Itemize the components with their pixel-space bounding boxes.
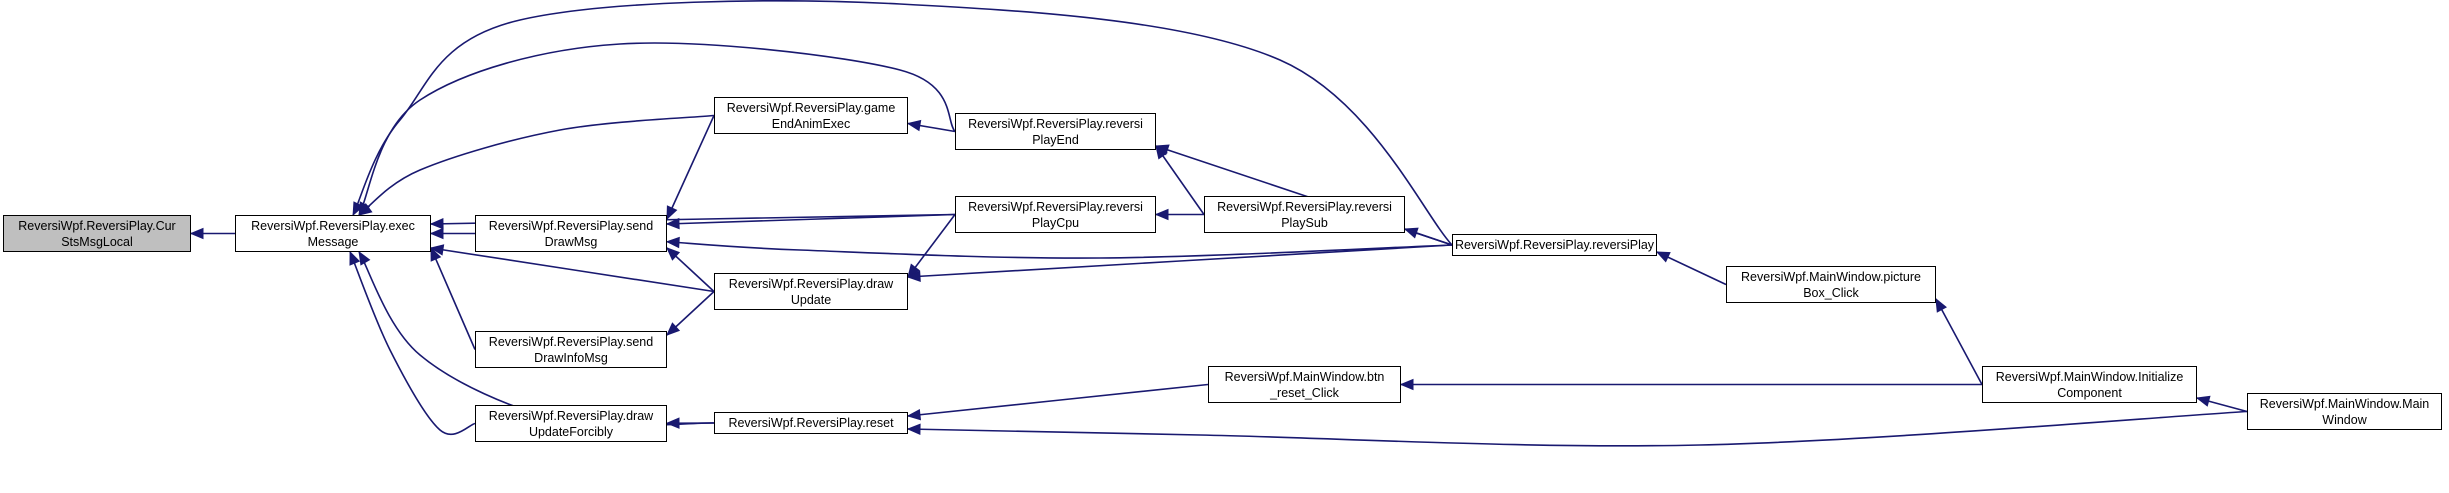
node-label-line: Component xyxy=(2057,385,2122,400)
node-label-line: StsMsgLocal xyxy=(61,234,133,249)
arrowhead-execMessage xyxy=(429,218,444,230)
arrowhead-drawUpdate xyxy=(907,263,921,279)
arrowhead-initializeComponent xyxy=(2195,395,2211,407)
node-label-line: PlaySub xyxy=(1281,215,1328,230)
node-picture-box-click[interactable]: ReversiWpf.MainWindow.picture Box_Click xyxy=(1726,266,1936,303)
node-label-line: ReversiWpf.ReversiPlay.draw xyxy=(488,408,654,423)
arrowhead-gameEndAnimExec xyxy=(906,119,922,132)
node-label-line: DrawInfoMsg xyxy=(534,350,608,365)
node-send-draw-msg[interactable]: ReversiWpf.ReversiPlay.send DrawMsg xyxy=(475,215,667,252)
edge-reversiPlaySub-to-reversiPlayEnd xyxy=(1155,145,1205,215)
arrowhead-reversiPlaySub xyxy=(1403,227,1419,239)
arrowhead-reset xyxy=(906,408,922,421)
node-draw-update[interactable]: ReversiWpf.ReversiPlay.draw Update xyxy=(714,273,908,310)
arrowhead-sendDrawInfoMsg xyxy=(666,322,681,336)
edge-reversiPlayCpu-to-sendDrawMsg xyxy=(666,213,956,225)
edge-gameEndAnimExec-to-sendDrawMsg xyxy=(666,115,715,220)
arrowhead-drawUpdateForcibly xyxy=(665,417,680,429)
node-reversi-play-cpu[interactable]: ReversiWpf.ReversiPlay.reversi PlayCpu xyxy=(955,196,1156,233)
arrowhead-sendDrawMsg xyxy=(665,236,680,249)
arrowhead-btnResetClick xyxy=(1399,378,1414,391)
node-label-line: ReversiWpf.ReversiPlay.reversi xyxy=(968,116,1143,131)
node-initialize-component[interactable]: ReversiWpf.MainWindow.Initialize Compone… xyxy=(1982,366,2197,403)
node-label-line: ReversiWpf.ReversiPlay.reversiPlay xyxy=(1454,238,1655,252)
node-label-line: ReversiWpf.MainWindow.picture xyxy=(1741,269,1921,284)
node-label-line: ReversiWpf.ReversiPlay.draw xyxy=(728,276,894,291)
edge-sendDrawInfoMsg-to-execMessage xyxy=(430,247,476,350)
arrowhead-execMessage xyxy=(352,201,364,217)
arrowhead-reversiPlayEnd xyxy=(1154,144,1170,156)
node-main-window[interactable]: ReversiWpf.MainWindow.Main Window xyxy=(2247,393,2442,430)
arrowhead-sendDrawMsg xyxy=(666,247,681,261)
arrowhead-reversiPlayCpu xyxy=(1154,208,1169,221)
node-label-line: Message xyxy=(307,234,359,249)
edge-gameEndAnimExec-to-execMessage xyxy=(358,114,715,216)
node-btn-reset-click[interactable]: ReversiWpf.MainWindow.btn _reset_Click xyxy=(1208,366,1401,403)
arrowhead-execMessage xyxy=(349,250,361,266)
node-label-line: ReversiWpf.ReversiPlay.exec xyxy=(251,218,415,233)
edge-btnResetClick-to-reset xyxy=(907,383,1209,417)
arrowhead-reversiPlay xyxy=(1655,251,1671,263)
node-game-end-anim-exec[interactable]: ReversiWpf.ReversiPlay.game EndAnimExec xyxy=(714,97,908,134)
node-draw-update-forcibly[interactable]: ReversiWpf.ReversiPlay.draw UpdateForcib… xyxy=(475,405,667,442)
node-label-line: _reset_Click xyxy=(1270,385,1339,400)
edge-reversiPlay-to-drawUpdate xyxy=(907,244,1453,278)
node-label-line: ReversiWpf.ReversiPlay.reversi xyxy=(968,199,1143,214)
node-reset[interactable]: ReversiWpf.ReversiPlay.reset xyxy=(714,412,908,434)
edge-drawUpdate-to-execMessage xyxy=(430,247,715,293)
node-label-line: Update xyxy=(790,292,832,307)
node-label-line: ReversiWpf.ReversiPlay.send xyxy=(488,334,654,349)
arrowhead-drawUpdate xyxy=(906,270,921,283)
node-label-line: ReversiWpf.ReversiPlay.game xyxy=(726,100,896,115)
edge-drawUpdateForcibly-to-execMessage xyxy=(349,251,476,436)
node-label-line: ReversiWpf.ReversiPlay.Cur xyxy=(18,218,176,233)
node-label-line: ReversiWpf.ReversiPlay.send xyxy=(488,218,654,233)
node-reversi-play-sub[interactable]: ReversiWpf.ReversiPlay.reversi PlaySub xyxy=(1204,196,1405,233)
arrowhead-execMessage xyxy=(429,227,444,240)
node-reversi-play[interactable]: ReversiWpf.ReversiPlay.reversiPlay xyxy=(1452,234,1657,256)
edge-mainWindow-to-reset xyxy=(907,410,2248,447)
node-label-line: Window xyxy=(2322,412,2367,427)
arrowhead-reset xyxy=(906,423,921,436)
edge-reversiPlay-to-sendDrawMsg xyxy=(666,240,1453,259)
node-label-line: UpdateForcibly xyxy=(528,424,614,439)
arrowhead-curSts xyxy=(189,227,204,240)
node-exec-message[interactable]: ReversiWpf.ReversiPlay.exec Message xyxy=(235,215,431,252)
node-send-draw-info-msg[interactable]: ReversiWpf.ReversiPlay.send DrawInfoMsg xyxy=(475,331,667,368)
node-label-line: ReversiWpf.ReversiPlay.reset xyxy=(728,416,894,430)
arrowhead-execMessage xyxy=(430,246,442,262)
node-cur-sts-msg-local: ReversiWpf.ReversiPlay.Cur StsMsgLocal xyxy=(3,215,191,252)
node-label-line: ReversiWpf.MainWindow.btn xyxy=(1224,369,1385,384)
node-label-line: ReversiWpf.MainWindow.Main xyxy=(2259,396,2430,411)
arrowhead-pictureBoxClick xyxy=(1935,297,1947,313)
node-label-line: PlayEnd xyxy=(1032,132,1079,147)
node-label-line: Box_Click xyxy=(1803,285,1859,300)
arrowhead-sendDrawMsg xyxy=(666,205,678,221)
node-label-line: EndAnimExec xyxy=(771,116,851,131)
node-reversi-play-end[interactable]: ReversiWpf.ReversiPlay.reversi PlayEnd xyxy=(955,113,1156,150)
node-label-line: ReversiWpf.ReversiPlay.reversi xyxy=(1217,199,1392,214)
node-label-line: PlayCpu xyxy=(1031,215,1080,230)
edge-initializeComponent-to-pictureBoxClick xyxy=(1935,298,1983,385)
edge-reversiPlay-to-execMessage xyxy=(352,0,1453,246)
node-label-line: DrawMsg xyxy=(544,234,598,249)
arrowhead-execMessage xyxy=(358,250,371,266)
arrowhead-execMessage xyxy=(429,244,445,256)
node-label-line: ReversiWpf.MainWindow.Initialize xyxy=(1995,369,2184,384)
arrowhead-sendDrawMsg xyxy=(665,217,680,230)
